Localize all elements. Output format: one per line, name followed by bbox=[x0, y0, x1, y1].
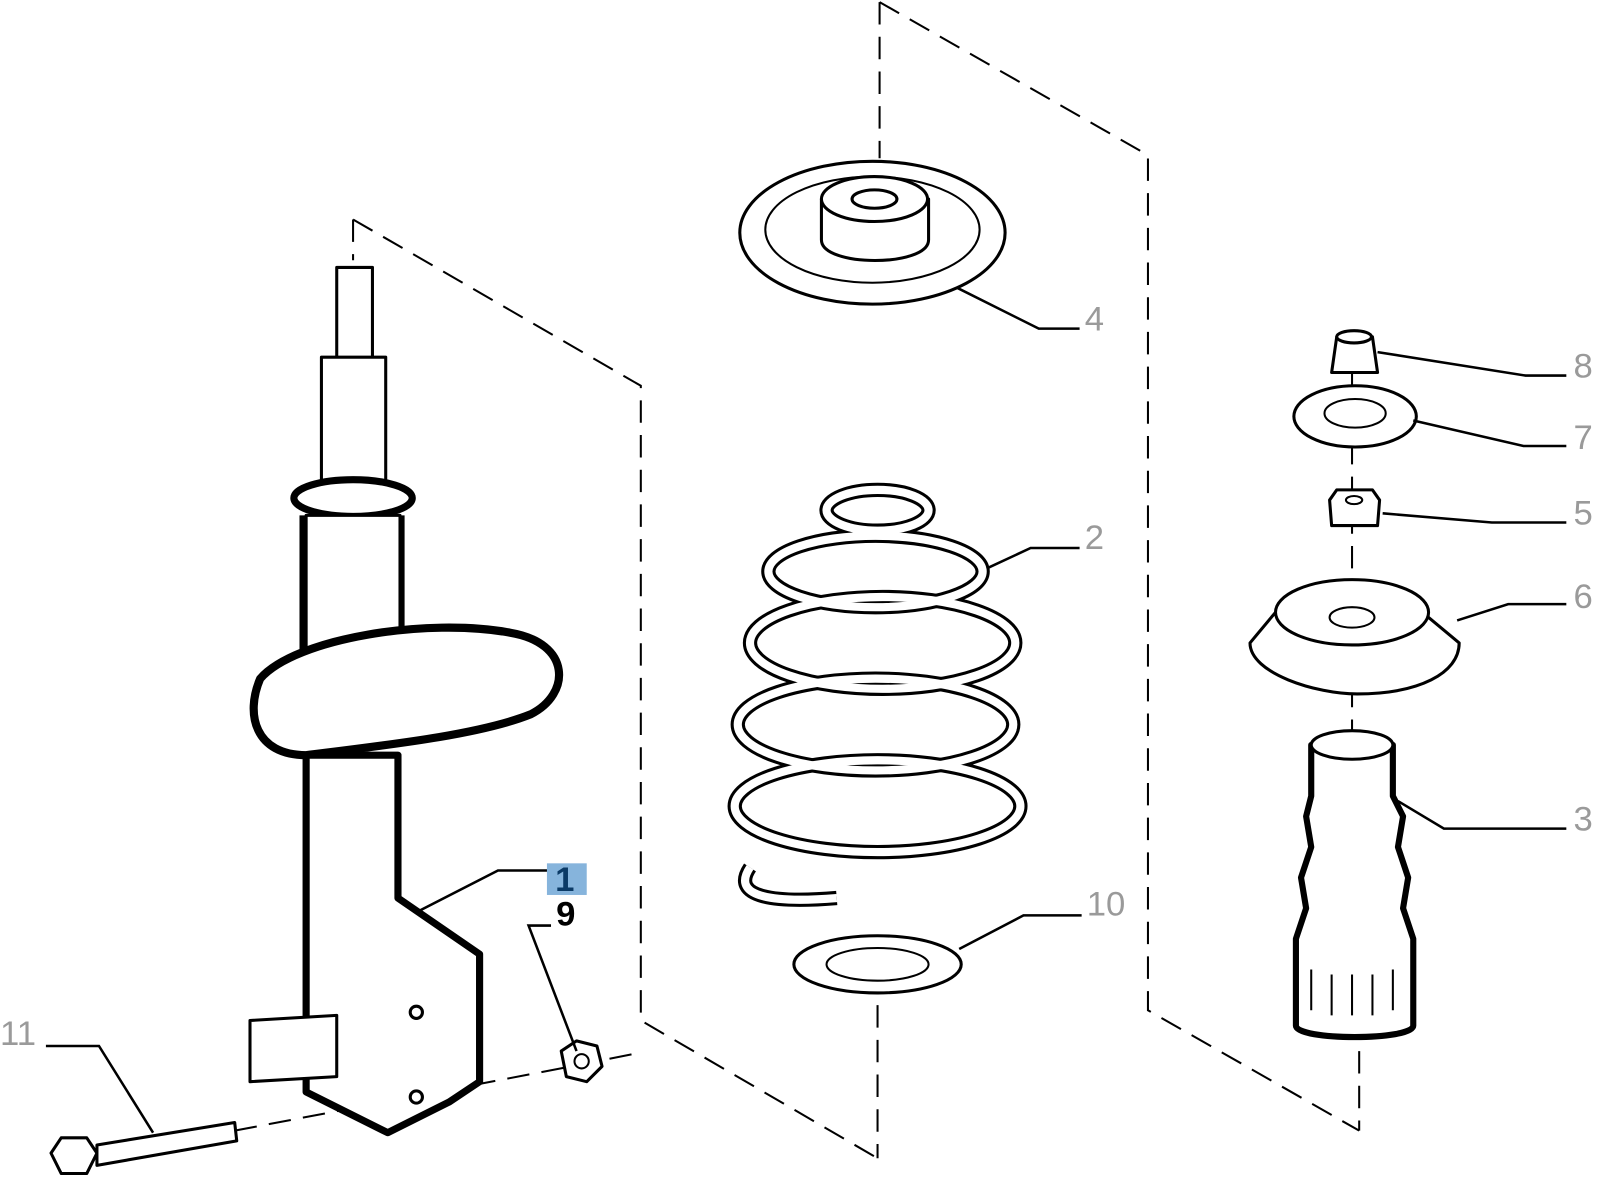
callout-7[interactable]: 7 bbox=[1573, 419, 1592, 457]
part-5-nut[interactable] bbox=[1328, 488, 1382, 528]
part-2-spring-inner bbox=[730, 485, 1025, 904]
callout-8[interactable]: 8 bbox=[1573, 348, 1592, 386]
part-8-top-nut[interactable] bbox=[1330, 329, 1380, 375]
leader-lines bbox=[45, 286, 1567, 1134]
callouts: 1 2 3 4 5 6 7 8 9 10 11 bbox=[0, 301, 1593, 1053]
callout-4[interactable]: 4 bbox=[1085, 301, 1104, 339]
callout-5[interactable]: 5 bbox=[1573, 495, 1592, 533]
callout-highlight bbox=[546, 863, 587, 895]
callout-10[interactable]: 10 bbox=[1087, 885, 1126, 923]
callout-3[interactable]: 3 bbox=[1573, 801, 1592, 839]
part-3-boot[interactable] bbox=[1292, 729, 1417, 1041]
callout-6[interactable]: 6 bbox=[1573, 578, 1592, 616]
callout-1[interactable]: 1 bbox=[555, 861, 574, 899]
part-1-strut[interactable] bbox=[248, 265, 564, 1137]
callout-9[interactable]: 9 bbox=[556, 896, 575, 934]
part-7-cup[interactable] bbox=[1292, 384, 1418, 449]
part-11-bolt[interactable] bbox=[49, 1120, 239, 1176]
part-6-mount[interactable] bbox=[1248, 578, 1461, 696]
part-9-nut[interactable] bbox=[559, 1039, 604, 1084]
callout-1-selected[interactable]: 1 bbox=[546, 861, 587, 899]
part-4-upper-seat[interactable] bbox=[738, 159, 1007, 306]
callout-11[interactable]: 11 bbox=[0, 1015, 36, 1053]
part-10-lower-pad[interactable] bbox=[792, 934, 963, 995]
callout-2[interactable]: 2 bbox=[1085, 519, 1104, 557]
